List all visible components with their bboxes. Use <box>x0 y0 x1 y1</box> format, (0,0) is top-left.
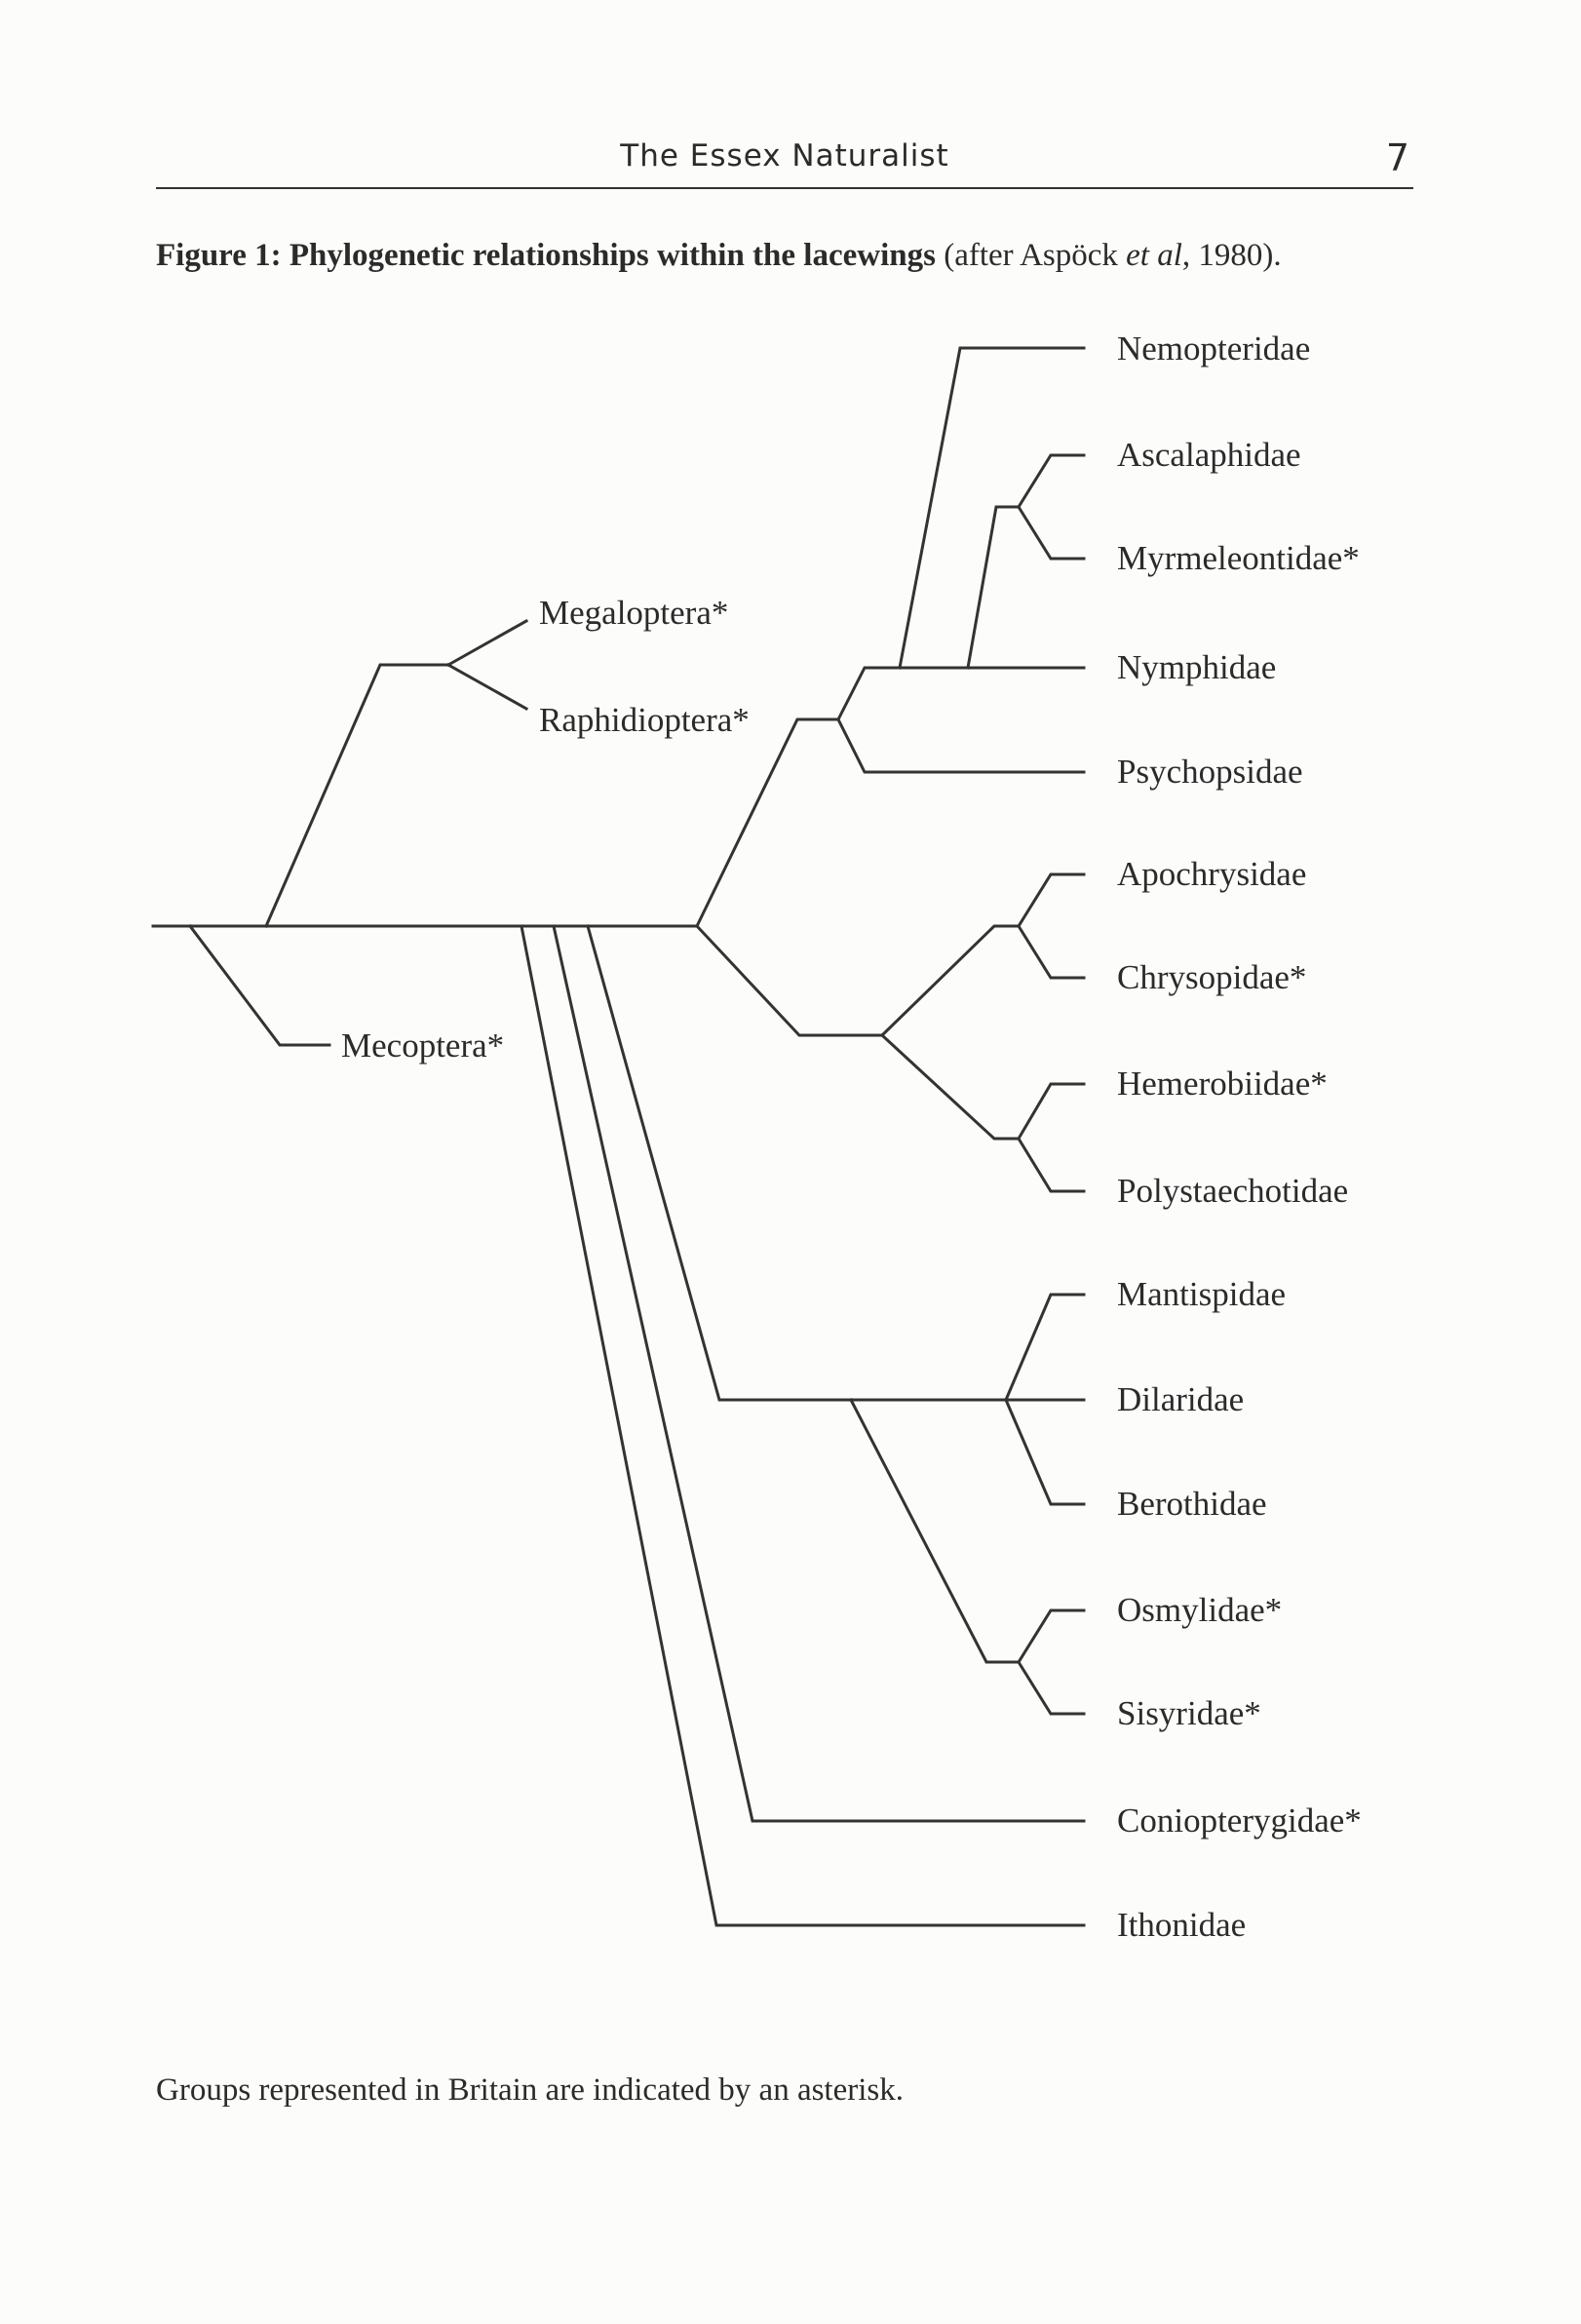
label-berothidae: Berothidae <box>1117 1485 1267 1523</box>
figure-footnote: Groups represented in Britain are indica… <box>156 2072 904 2108</box>
label-apochrysidae: Apochrysidae <box>1117 855 1306 893</box>
caption-citation-etal: et al <box>1126 238 1182 273</box>
running-head: The Essex Naturalist 7 <box>156 136 1413 189</box>
branch-osmylidae <box>1016 1608 1086 1665</box>
branch-coniopterygidae <box>552 924 1086 1823</box>
branch-ithonidae <box>520 924 1086 1927</box>
branch-berothidae <box>1004 1398 1086 1506</box>
label-psychopsidae: Psychopsidae <box>1117 753 1303 791</box>
label-hemerobiidae: Hemerobiidae* <box>1117 1065 1328 1103</box>
branch-psychopsidae <box>835 717 1086 774</box>
branch-ascalaphid-myrmeleontid <box>966 505 1021 670</box>
branch-mecoptera <box>187 923 331 1047</box>
figure-title: Phylogenetic relationships within the la… <box>289 238 936 273</box>
branch-myrmeleontoid <box>694 717 840 929</box>
page-number: 7 <box>1385 136 1409 179</box>
label-nymphidae: Nymphidae <box>1117 648 1276 686</box>
branch-ascalaphidae <box>1016 453 1086 510</box>
branch-hemerobiid-polystaechotid <box>879 1032 1021 1141</box>
label-nemopteridae: Nemopteridae <box>1117 329 1310 368</box>
label-myrmeleontidae: Myrmeleontidae* <box>1117 539 1360 577</box>
branch-mantispidae <box>1004 1293 1086 1402</box>
label-mantispidae: Mantispidae <box>1117 1275 1286 1313</box>
label-polystaechotidae: Polystaechotidae <box>1117 1172 1348 1210</box>
figure-caption: Figure 1: Phylogenetic relationships wit… <box>156 238 1423 274</box>
branch-osmylid-sisyrid <box>848 1397 1021 1664</box>
label-ithonidae: Ithonidae <box>1117 1906 1246 1944</box>
branch-chrysopidae <box>1016 923 1086 980</box>
label-mecoptera: Mecoptera* <box>341 1026 504 1065</box>
tree-labels: Megaloptera* Raphidioptera* Mecoptera* N… <box>341 329 1362 1944</box>
caption-citation-close: , 1980). <box>1181 238 1282 273</box>
branch-megaloptera <box>445 618 529 668</box>
label-dilaridae: Dilaridae <box>1117 1380 1244 1418</box>
branch-chrysopid-hemerobiid <box>694 923 884 1037</box>
branch-megaloptera-raphidioptera <box>264 663 450 928</box>
label-chrysopidae: Chrysopidae* <box>1117 958 1306 996</box>
label-megaloptera: Megaloptera* <box>539 594 728 632</box>
branch-nymphidae <box>835 666 1086 722</box>
branch-apochrysid-chrysopid <box>879 924 1021 1038</box>
branch-myrmeleontidae <box>1016 504 1086 561</box>
branch-apochrysidae <box>1016 872 1086 929</box>
branch-polystaechotidae <box>1016 1136 1086 1193</box>
branch-sisyridae <box>1016 1659 1086 1716</box>
branch-hemerobiidae <box>1016 1082 1086 1142</box>
label-coniopterygidae: Coniopterygidae* <box>1117 1801 1362 1840</box>
branch-mantispid-osmylid <box>586 924 1086 1402</box>
branch-nemopteridae <box>898 346 1086 670</box>
label-raphidioptera: Raphidioptera* <box>539 701 750 739</box>
label-ascalaphidae: Ascalaphidae <box>1117 436 1301 474</box>
branch-raphidioptera <box>445 662 529 712</box>
figure-label: Figure 1: <box>156 238 282 273</box>
tree-branches <box>151 346 1086 1927</box>
label-sisyridae: Sisyridae* <box>1117 1694 1261 1732</box>
journal-title: The Essex Naturalist <box>620 138 949 174</box>
label-osmylidae: Osmylidae* <box>1117 1591 1282 1629</box>
caption-citation-open: (after Aspöck <box>944 238 1127 273</box>
